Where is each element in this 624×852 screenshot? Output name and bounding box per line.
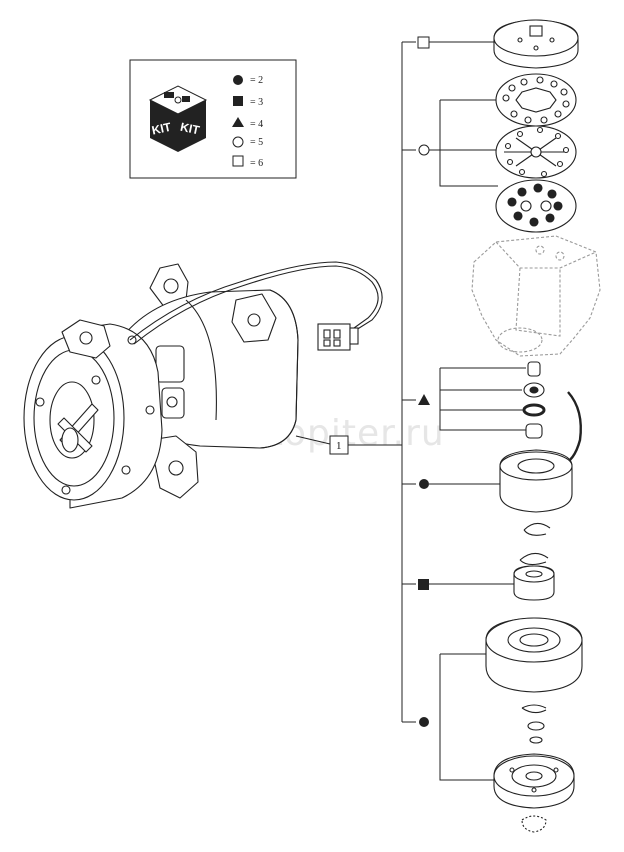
legend-item-text: = 4 <box>250 119 263 130</box>
hub-nut <box>521 815 547 833</box>
wire-harness <box>129 261 383 345</box>
exploded-parts <box>471 19 601 833</box>
compressor-illustration <box>23 263 299 509</box>
legend-filled-triangle-icon <box>232 117 244 127</box>
clutch-pulley <box>485 617 583 693</box>
legend-box: KIT KIT = 2 = 3 = 4 = 5 = 6 <box>129 59 297 179</box>
ghost-compressor-body <box>471 235 601 357</box>
legend-filled-circle-icon <box>233 75 243 85</box>
legend-filled-square-icon <box>233 96 243 106</box>
legend-item-text: = 3 <box>250 97 263 108</box>
legend-item-text: = 6 <box>250 158 263 169</box>
clutch-coil <box>499 391 582 513</box>
bearing <box>513 565 555 601</box>
legend-open-square-icon <box>232 155 244 167</box>
snap-ring <box>519 552 549 566</box>
electrical-connector <box>317 323 359 351</box>
kit5-open-circle-icon <box>418 144 430 156</box>
kit4-filled-triangle-icon <box>418 394 430 405</box>
shim-ring <box>521 704 547 714</box>
cover-plate <box>493 19 579 69</box>
kit-box-icon: KIT KIT <box>148 85 208 152</box>
snap-ring <box>523 522 551 536</box>
valve-plate <box>495 125 577 179</box>
legend-item-text: = 2 <box>250 75 263 86</box>
head-gasket <box>495 179 577 233</box>
callout-label: 1 <box>336 440 342 452</box>
legend-item-text: = 5 <box>250 137 263 148</box>
legend-open-circle-icon <box>232 136 244 148</box>
shaft-seal-set <box>522 361 546 439</box>
leader-lines <box>429 41 526 781</box>
gasket-plate <box>495 73 577 127</box>
kit-label-left: KIT <box>151 120 173 138</box>
kit2-filled-circle-icon <box>419 717 429 727</box>
clutch-hub-plate <box>493 753 575 809</box>
kit6-open-square-icon <box>417 36 430 49</box>
kit-label-right: KIT <box>179 120 201 138</box>
callout-1: 1 <box>295 435 402 455</box>
parts-bracket <box>401 41 416 723</box>
shim-washer <box>529 736 543 744</box>
kit3-filled-square-icon <box>418 579 429 590</box>
shim-washer <box>527 721 545 731</box>
kit2-filled-circle-icon <box>419 479 429 489</box>
